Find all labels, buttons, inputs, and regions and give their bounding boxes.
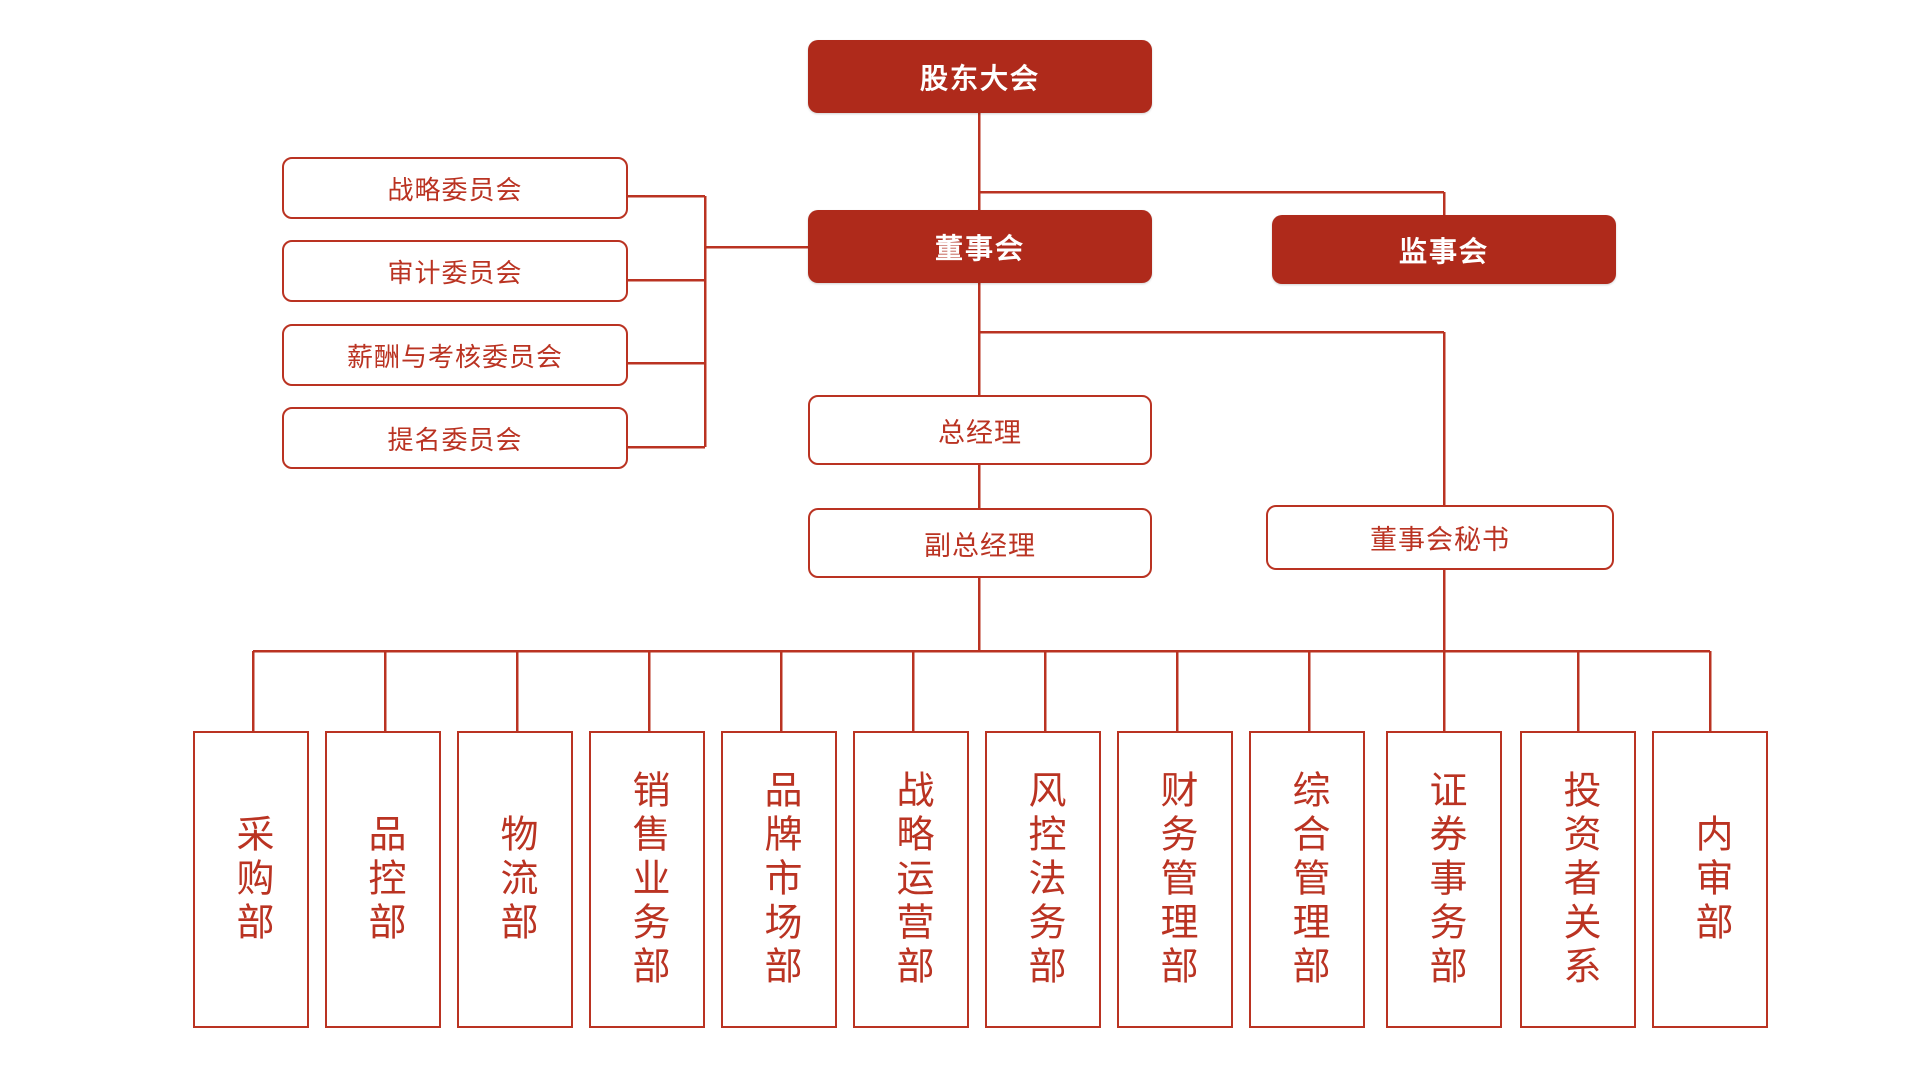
department-risk-legal[interactable]: 风控法务部 [985,731,1101,1028]
department-label: 品牌市场部 [758,769,800,990]
department-quality-control[interactable]: 品控部 [325,731,441,1028]
department-label: 财务管理部 [1154,769,1196,990]
node-board-of-supervisors[interactable]: 监事会 [1272,215,1616,284]
committee-audit[interactable]: 审计委员会 [282,240,628,302]
node-label: 副总经理 [924,530,1036,561]
department-procurement[interactable]: 采购部 [193,731,309,1028]
department-label: 投资者关系 [1557,769,1599,990]
department-sales-business[interactable]: 销售业务部 [589,731,705,1028]
department-label: 销售业务部 [626,769,668,990]
node-label: 董事会 [934,232,1025,264]
node-shareholders-meeting[interactable]: 股东大会 [808,40,1152,113]
committee-nomination[interactable]: 提名委员会 [282,407,628,469]
department-strategic-operations[interactable]: 战略运营部 [853,731,969,1028]
department-general-management[interactable]: 综合管理部 [1249,731,1365,1028]
department-securities-affairs[interactable]: 证券事务部 [1386,731,1502,1028]
node-label: 股东大会 [919,62,1040,94]
committee-strategy[interactable]: 战略委员会 [282,157,628,219]
department-financial-management[interactable]: 财务管理部 [1117,731,1233,1028]
node-board-secretary[interactable]: 董事会秘书 [1266,505,1614,570]
department-label: 品控部 [362,813,404,946]
department-internal-audit[interactable]: 内审部 [1652,731,1768,1028]
node-label: 总经理 [938,417,1022,448]
department-label: 综合管理部 [1286,769,1328,990]
node-label: 监事会 [1398,235,1489,267]
department-investor-relations[interactable]: 投资者关系 [1520,731,1636,1028]
committee-compensation-appraisal[interactable]: 薪酬与考核委员会 [282,324,628,386]
committee-label: 战略委员会 [387,174,523,205]
department-label: 内审部 [1689,813,1731,946]
department-brand-marketing[interactable]: 品牌市场部 [721,731,837,1028]
node-label: 董事会秘书 [1370,525,1510,555]
committee-label: 审计委员会 [387,257,523,288]
department-label: 证券事务部 [1423,769,1465,990]
department-logistics[interactable]: 物流部 [457,731,573,1028]
committee-label: 提名委员会 [387,424,523,455]
node-deputy-general-manager[interactable]: 副总经理 [808,508,1152,578]
node-general-manager[interactable]: 总经理 [808,395,1152,465]
node-board-of-directors[interactable]: 董事会 [808,210,1152,283]
department-label: 物流部 [494,813,536,946]
department-label: 采购部 [230,813,272,946]
department-label: 战略运营部 [890,769,932,990]
department-label: 风控法务部 [1022,769,1064,990]
committee-label: 薪酬与考核委员会 [346,341,563,372]
